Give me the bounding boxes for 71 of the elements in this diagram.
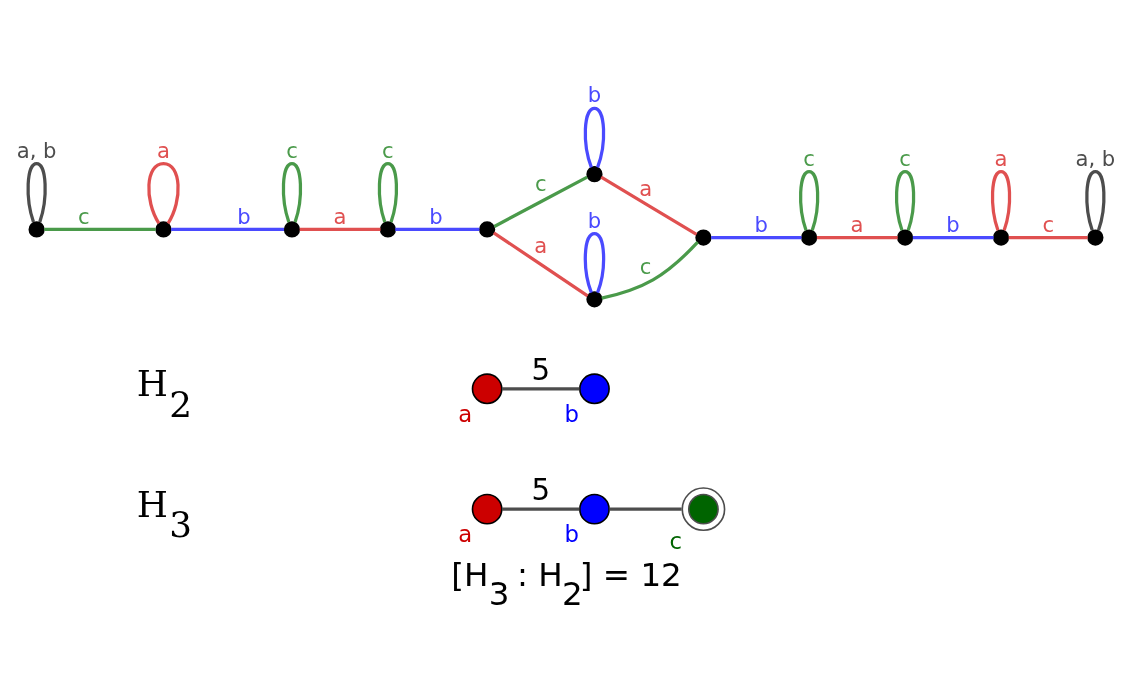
edge-label: b [946,211,960,237]
connector [377,161,399,223]
connector [912,235,994,239]
node-ring [681,486,726,531]
edge-label: c [534,170,547,196]
edge-label: b [587,81,602,107]
node-circle [28,220,45,238]
edge-label: a [534,232,548,258]
node-circle [379,220,397,238]
connector [600,175,698,236]
node-circle [283,220,301,238]
connector [395,227,480,231]
connector [299,227,381,231]
edge-label: c [1042,211,1055,237]
edge-label: a, b [16,137,57,163]
connector [171,227,285,231]
node-label: a [458,400,473,427]
edge-label: a [157,137,170,163]
connector [26,161,47,223]
connector [493,175,588,228]
node-label: a [458,520,473,547]
node-circle [586,165,603,182]
node-circle [896,228,914,246]
edge-label: b [587,207,602,233]
edge-label: 5 [531,352,551,387]
node-circle [586,290,603,307]
edge-label: b [237,203,251,229]
edge-label: c [286,137,298,163]
connector [711,235,802,239]
node-circle [992,228,1010,246]
edge-label: c [639,253,652,279]
connector [990,169,1012,231]
edge-label: a [994,145,1008,171]
node-circle [1087,228,1104,246]
connector [609,507,682,511]
edge-label: c [77,203,90,229]
node-label: c [669,527,683,554]
connector [1008,235,1088,239]
edge-label: a [333,203,347,229]
connector [601,240,699,300]
connector [583,106,606,168]
node-label: b [564,400,579,427]
connector [894,169,916,231]
connector [501,507,580,511]
node-circle [471,372,503,404]
edge-label: b [429,203,443,229]
edge-label: a [639,175,653,201]
connector [1085,169,1106,231]
edge-label: c [803,145,815,171]
edge-label: 5 [531,472,551,507]
connector [492,230,589,297]
connector [44,227,156,231]
node-circle [579,493,610,525]
edge-label: c [382,137,394,163]
connector [583,231,606,293]
connector [281,161,303,223]
connector [816,235,898,239]
connector [799,169,820,231]
edge-label: a [850,211,864,237]
node-circle [801,228,818,246]
edge-label: b [754,211,768,237]
node-label: b [564,520,579,547]
node-circle [479,220,496,238]
node-circle [155,220,172,238]
node-circle [579,372,610,404]
edge-label: c [899,145,911,171]
edge-label: a, b [1075,145,1116,171]
node-circle [695,228,712,246]
connector [147,161,180,224]
connector [501,386,580,390]
node-circle [471,493,503,525]
